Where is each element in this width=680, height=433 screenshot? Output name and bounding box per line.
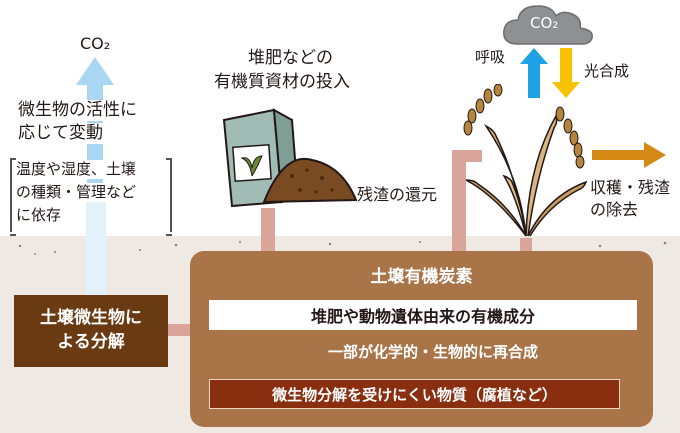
residue-return-label: 残渣の還元 bbox=[357, 185, 438, 205]
organic-component-bar: 堆肥や動物遺体由来の有機成分 bbox=[209, 300, 637, 330]
cloud-co2-label: CO₂ bbox=[530, 14, 559, 32]
compost-label-line2: 有機質資材の投入 bbox=[214, 72, 350, 92]
depends-line3: に依存 bbox=[16, 206, 62, 225]
co2-arrow-fade bbox=[86, 200, 106, 300]
humus-text: 微生物分解を受けにくい物質（腐植など） bbox=[272, 385, 557, 404]
dependency-bracket bbox=[10, 158, 172, 236]
resynthesis-label: 一部が化学的・生物的に再合成 bbox=[328, 343, 539, 361]
cloud-icon bbox=[503, 5, 593, 45]
harvest-label-line2: の除去 bbox=[590, 200, 639, 219]
activity-text-line2: 応じて変動 bbox=[18, 123, 103, 145]
co2-label: CO₂ bbox=[80, 34, 111, 53]
depends-line1: 温度や湿度、土壌 bbox=[16, 160, 137, 179]
photosynthesis-label: 光合成 bbox=[584, 62, 630, 80]
humus-bar: 微生物分解を受けにくい物質（腐植など） bbox=[209, 379, 620, 409]
microbe-decomposition-box: 土壌微生物に よる分解 bbox=[14, 295, 168, 367]
compost-bag-illustration bbox=[222, 108, 358, 208]
harvest-label-line1: 収穫・残渣 bbox=[590, 178, 671, 197]
gas-exchange-arrows bbox=[520, 48, 580, 98]
microbe-box-line1: 土壌微生物に bbox=[40, 308, 142, 329]
organic-component-text: 堆肥や動物遺体由来の有機成分 bbox=[310, 307, 535, 326]
harvest-arrow bbox=[592, 142, 666, 168]
microbe-box-line2: よる分解 bbox=[57, 332, 125, 352]
respiration-label: 呼吸 bbox=[475, 48, 506, 66]
soil-organic-carbon-title: 土壌有機炭素 bbox=[370, 267, 473, 287]
depends-line2: の種類・管理など bbox=[16, 183, 137, 202]
soil-texture bbox=[18, 241, 667, 255]
activity-text-line1: 微生物の活性に bbox=[18, 100, 137, 122]
compost-label-line1: 堆肥などの bbox=[248, 48, 333, 68]
rice-plant-illustration bbox=[463, 84, 588, 237]
